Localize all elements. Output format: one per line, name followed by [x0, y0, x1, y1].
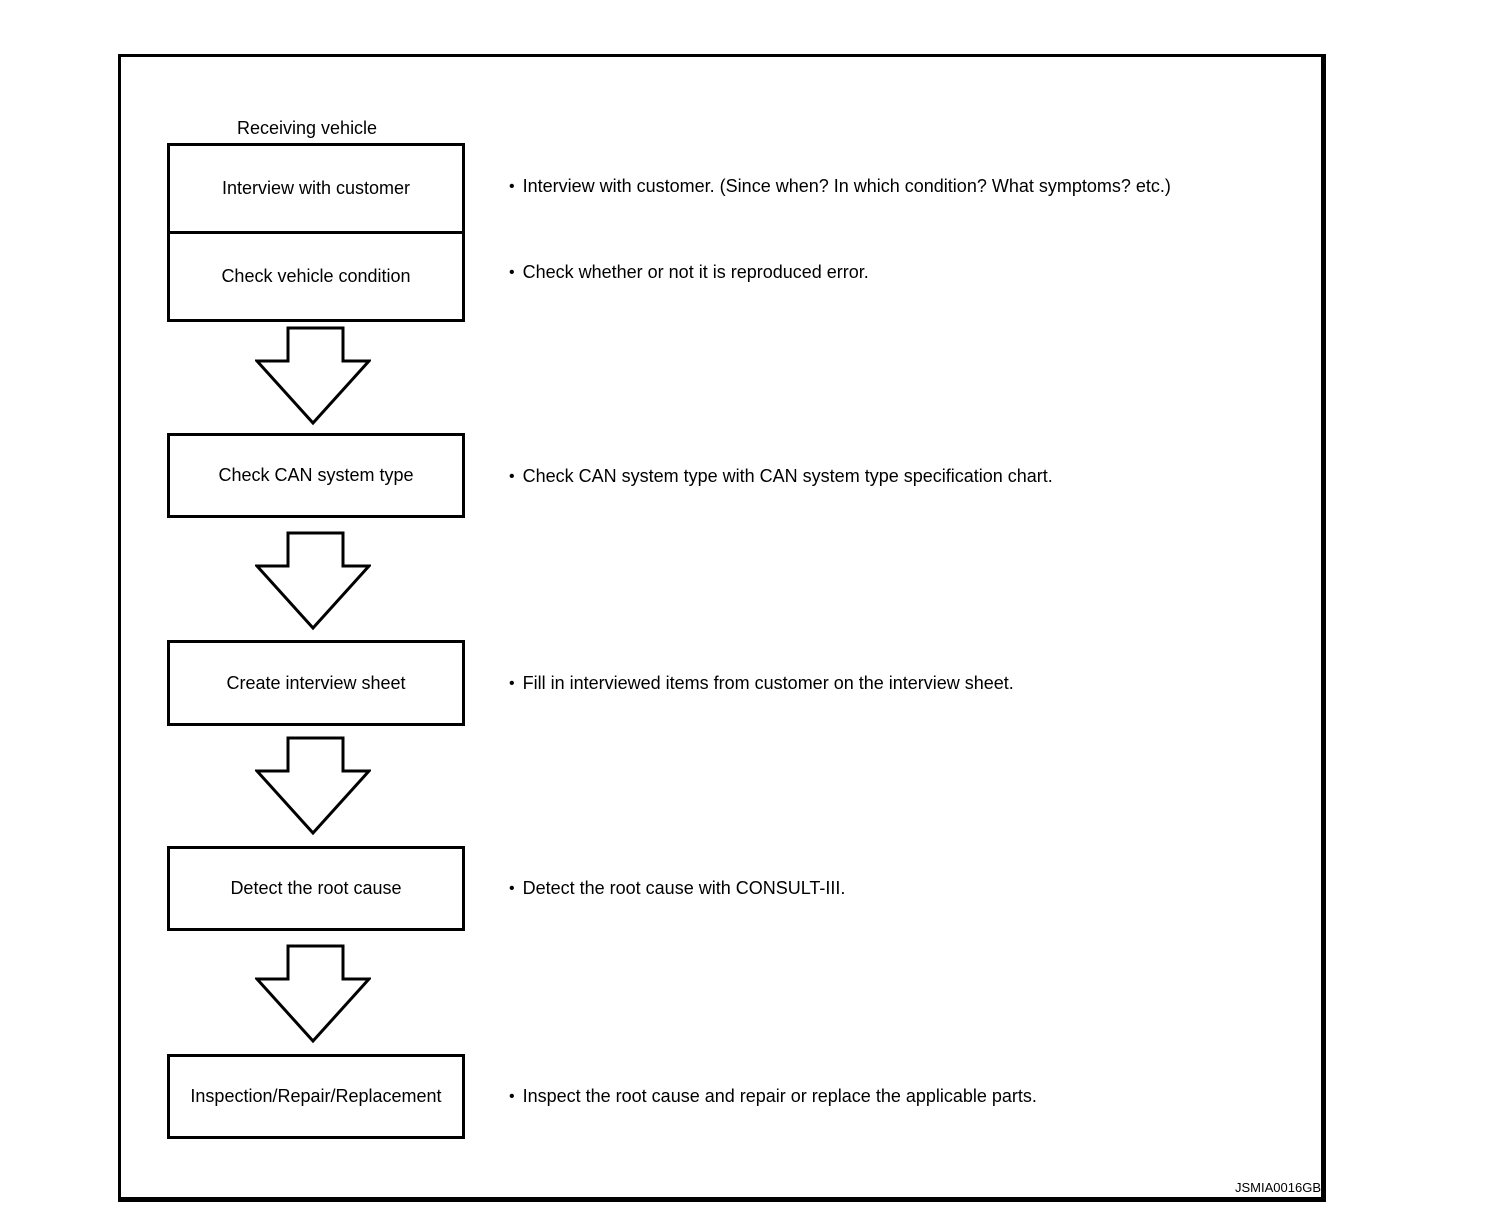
flow-box-label: Interview with customer: [221, 178, 411, 198]
flow-box-check-vehicle-condition: Check vehicle condition: [170, 234, 462, 319]
flow-box-detect-the-root-cause: Detect the root cause: [167, 846, 465, 931]
down-arrow-icon: [255, 944, 371, 1044]
diagram-border: [118, 54, 1326, 1202]
flow-box-create-interview-sheet: Create interview sheet: [167, 640, 465, 726]
note-inspection-repair-replacement: • Inspect the root cause and repair or re…: [509, 1085, 1037, 1108]
note-text: Check whether or not it is reproduced er…: [522, 262, 869, 282]
note-check-can-system-type: • Check CAN system type with CAN system t…: [509, 465, 1053, 488]
flow-box-check-can-system-type: Check CAN system type: [167, 433, 465, 518]
figure-code: JSMIA0016GB: [1235, 1180, 1321, 1195]
flow-box-inspection-repair-replacement: Inspection/Repair/Replacement: [167, 1054, 465, 1139]
bullet-icon: •: [509, 1088, 515, 1105]
flow-box-interview-with-customer: Interview with customer: [170, 146, 462, 234]
flow-box-group: Interview with customer Check vehicle co…: [167, 143, 465, 322]
down-arrow-icon: [255, 531, 371, 631]
note-text: Detect the root cause with CONSULT-III.: [522, 878, 846, 898]
note-interview-with-customer: • Interview with customer. (Since when? I…: [509, 175, 1171, 198]
flow-box-label: Create interview sheet: [226, 672, 406, 693]
flow-box-label: Inspection/Repair/Replacement: [190, 1086, 442, 1106]
note-check-vehicle-condition: • Check whether or not it is reproduced e…: [509, 261, 869, 284]
note-create-interview-sheet: • Fill in interviewed items from customer…: [509, 672, 1014, 695]
bullet-icon: •: [509, 178, 515, 195]
down-arrow-icon: [255, 736, 371, 836]
bullet-icon: •: [509, 675, 515, 692]
note-detect-the-root-cause: • Detect the root cause with CONSULT-III.: [509, 877, 845, 900]
flow-box-label: Detect the root cause: [230, 878, 402, 898]
down-arrow-icon: [255, 326, 371, 426]
flow-box-label: Check vehicle condition: [221, 266, 411, 286]
bullet-icon: •: [509, 468, 515, 485]
bullet-icon: •: [509, 880, 515, 897]
receiving-vehicle-label: Receiving vehicle: [237, 118, 378, 138]
flow-box-label: Check CAN system type: [218, 465, 414, 485]
note-text: Inspect the root cause and repair or rep…: [522, 1086, 1037, 1106]
bullet-icon: •: [509, 264, 515, 281]
note-text: Check CAN system type with CAN system ty…: [522, 466, 1053, 486]
note-text: Interview with customer. (Since when? In…: [522, 176, 1171, 196]
note-text: Fill in interviewed items from customer …: [522, 673, 1014, 693]
